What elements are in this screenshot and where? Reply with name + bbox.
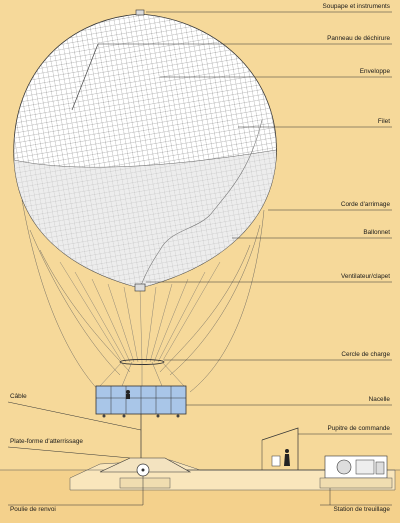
envelope [13,9,277,292]
valve-icon [135,9,145,16]
winch-drum-icon [336,459,352,475]
label-corde: Corde d'arrimage [341,201,391,208]
control-desk [261,427,299,470]
label-ballonnet: Ballonnet [363,229,390,236]
fan-valve-icon [134,283,146,292]
label-pupitre: Pupitre de commande [327,425,390,432]
label-ventilateur: Ventilateur/clapet [341,273,390,280]
label-cercle: Cercle de charge [341,351,390,358]
gondola-lines [99,361,185,387]
label-plateforme: Plate-forme d'atterrissage [10,438,83,445]
leader-lines [7,11,392,506]
winch-station [319,455,393,489]
landing-platform [99,457,192,489]
label-station: Station de treuillage [334,506,391,513]
label-panneau: Panneau de déchirure [327,35,390,42]
label-poulie: Poulie de renvoi [10,506,56,513]
label-cable: Câble [10,393,27,400]
rip-panel [71,43,99,111]
label-soupape: Soupape et instruments [323,3,391,10]
label-filet: Filet [378,118,390,125]
label-enveloppe: Enveloppe [360,68,391,75]
gondola [95,385,187,418]
label-nacelle: Nacelle [369,396,391,403]
net-lines [59,261,221,363]
